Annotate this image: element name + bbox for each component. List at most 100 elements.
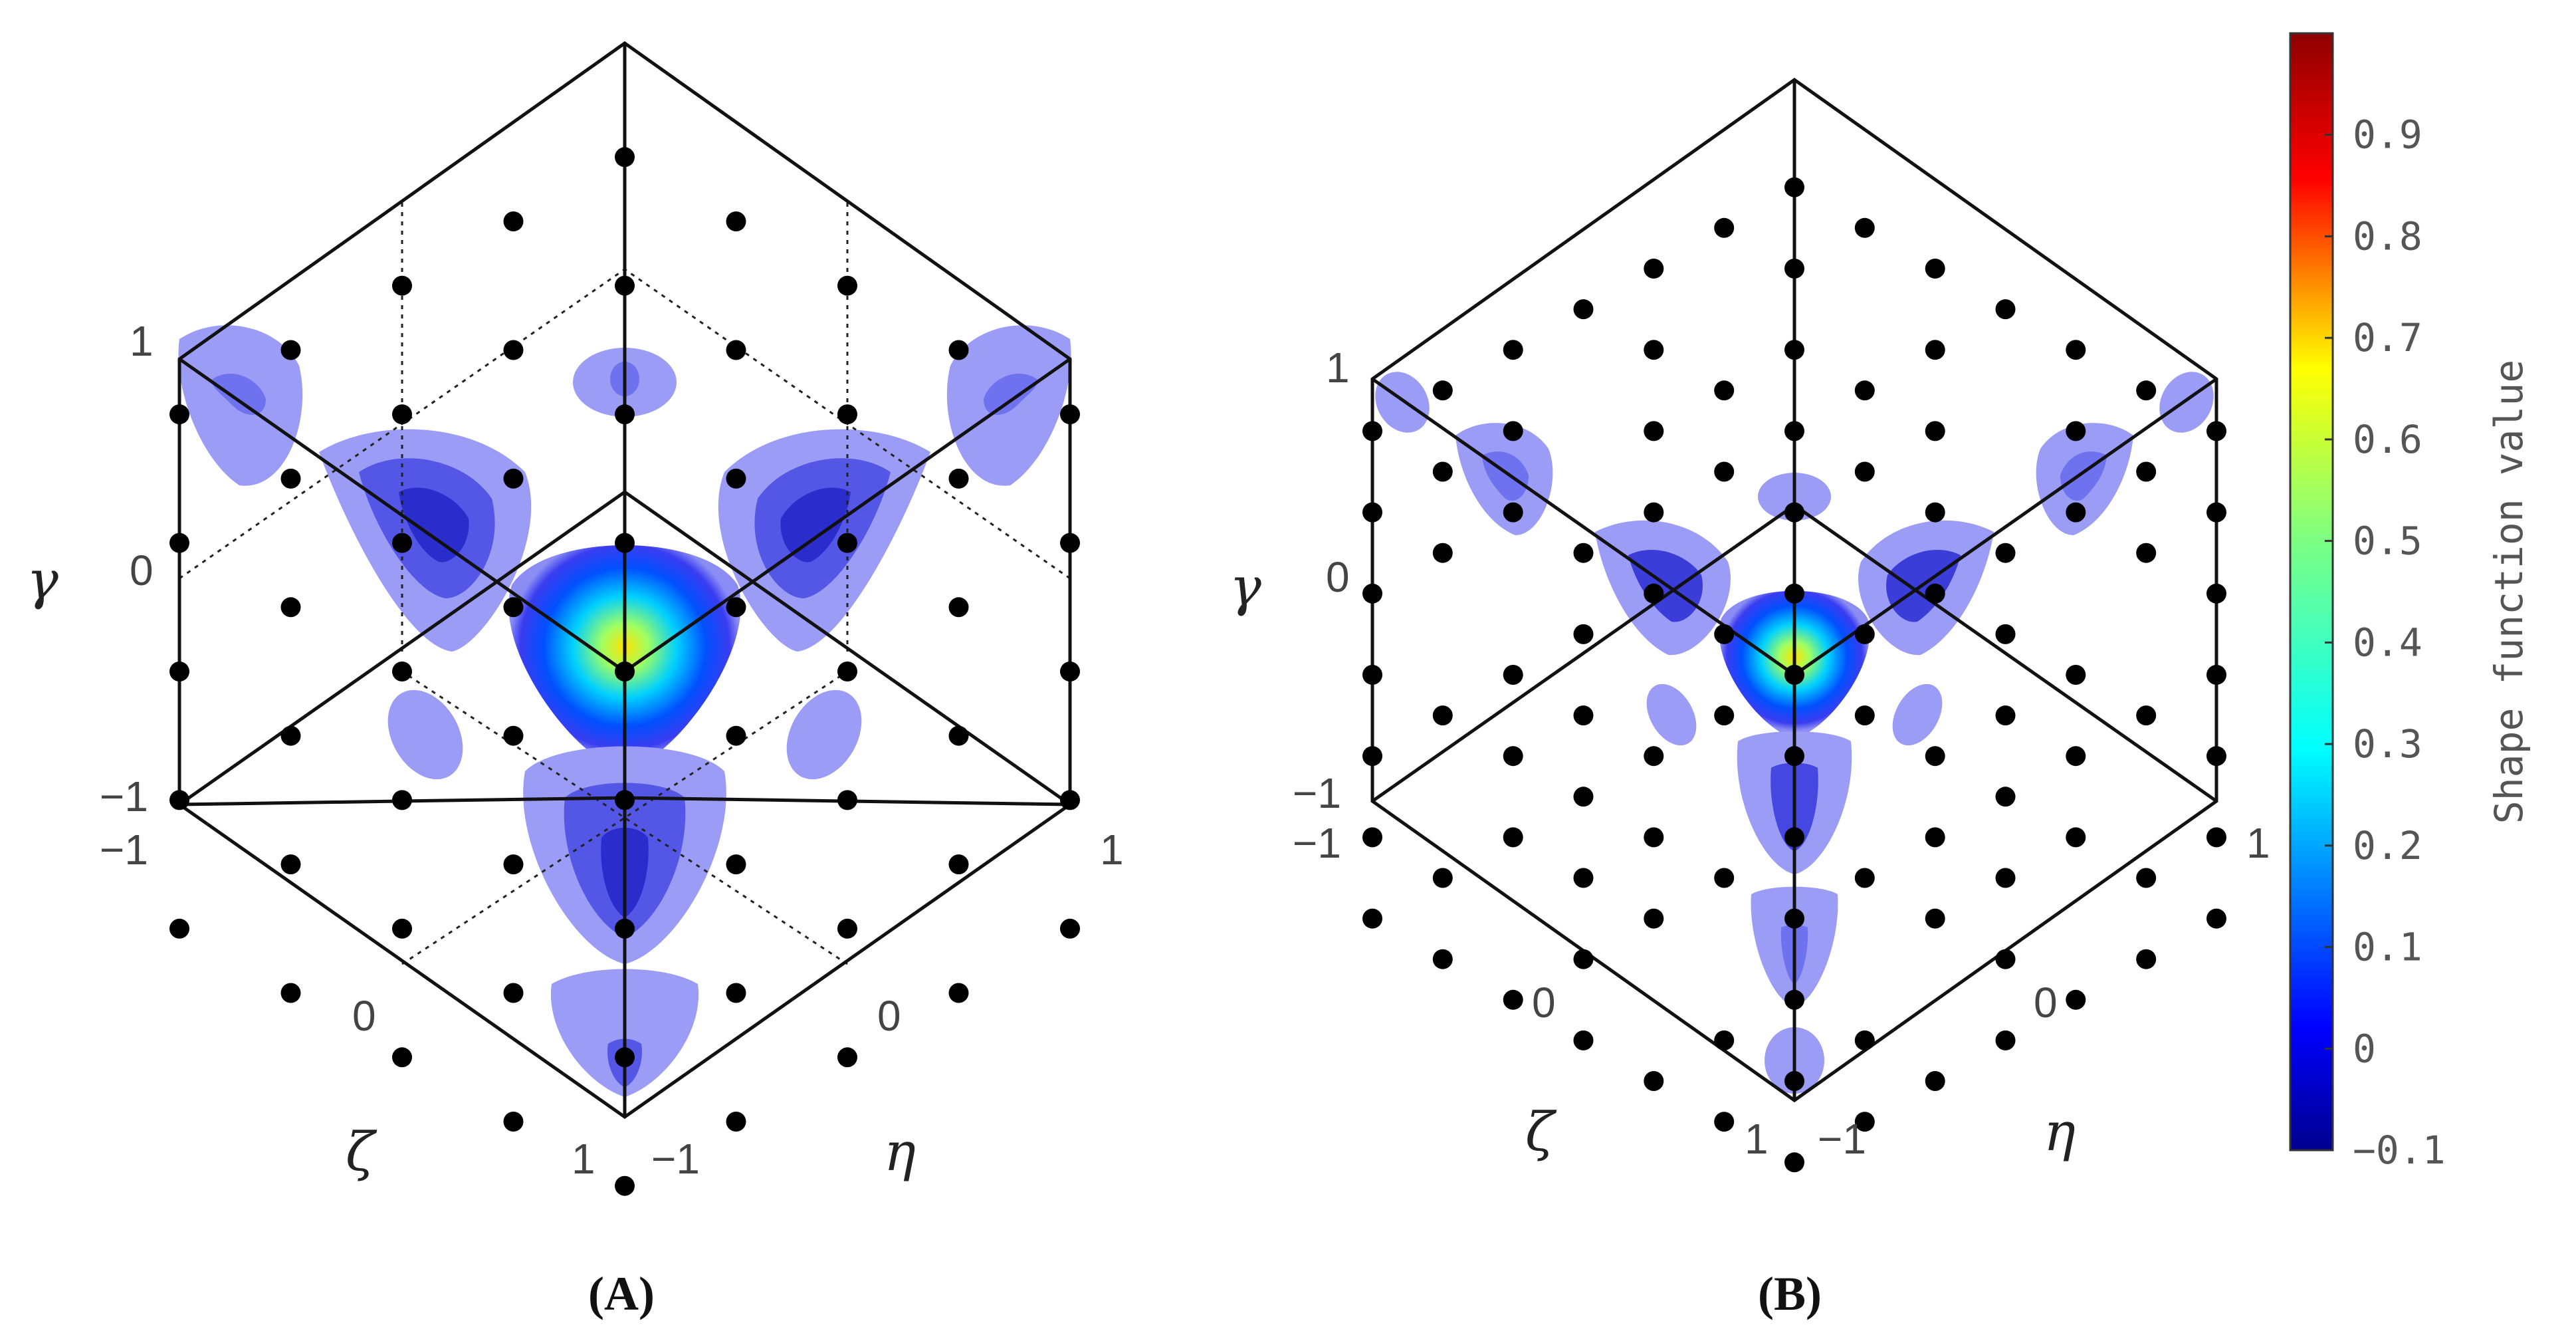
node-marker [1925, 746, 1945, 767]
node-marker [1714, 1112, 1735, 1132]
node-marker [1784, 1071, 1804, 1091]
node-marker [1784, 340, 1804, 360]
node-marker [1432, 461, 1453, 482]
lobe-b-right-3 [2159, 372, 2214, 433]
node-marker [837, 275, 857, 296]
node-marker [1714, 461, 1735, 482]
node-marker [1644, 827, 1664, 848]
node-marker [2136, 543, 2157, 563]
colorbar-gradient [2289, 32, 2334, 1152]
colorbar-tick-label: 0 [2353, 1026, 2376, 1071]
colorbar-tick-label: 0.6 [2353, 417, 2422, 462]
lobe-right-1-core [780, 487, 851, 562]
node-marker [1995, 705, 2016, 726]
node-marker [1644, 746, 1664, 767]
node-marker [169, 790, 189, 810]
node-marker [1503, 340, 1523, 360]
node-marker [615, 662, 635, 681]
node-marker [503, 1112, 524, 1132]
colorbar-tick-label: 0.7 [2353, 315, 2422, 360]
node-marker [1362, 746, 1382, 767]
panel-a: 1 0 −1 −1 0 1 −1 0 1 γ ζ η (A) [27, 41, 1124, 1320]
colorbar-tick-label: 0.9 [2353, 112, 2422, 158]
node-marker [1060, 790, 1080, 810]
node-marker [837, 1047, 857, 1068]
node-marker [1644, 1071, 1664, 1091]
node-marker [726, 725, 746, 746]
node-marker [726, 1112, 746, 1132]
node-marker [615, 147, 635, 168]
node-marker [2206, 421, 2226, 441]
lobe-side-right [786, 689, 862, 780]
node-marker [1503, 502, 1523, 523]
gamma-tick-top-b: 1 [1326, 344, 1350, 392]
node-marker [503, 340, 524, 360]
node-marker [615, 404, 635, 425]
node-marker [1995, 1030, 2016, 1050]
node-marker [1925, 421, 1945, 441]
node-marker [1644, 421, 1664, 441]
node-marker [1784, 989, 1804, 1010]
zeta-tick-end-b: 1 [1745, 1115, 1769, 1163]
colorbar-tick-label: 0.5 [2353, 519, 2422, 564]
node-marker [1854, 1112, 1875, 1132]
node-marker [169, 662, 189, 681]
node-marker [1854, 217, 1875, 238]
node-marker [948, 340, 969, 360]
node-marker [837, 662, 857, 681]
gamma-axis-label: γ [27, 549, 58, 611]
lobe-left-2-inner [212, 373, 266, 415]
node-marker [1503, 989, 1523, 1010]
node-marker [2206, 746, 2226, 767]
node-marker [280, 468, 301, 489]
node-marker [1784, 665, 1804, 685]
colorbar-ticks: 0.90.80.70.60.50.40.30.20.10−0.1 [2325, 112, 2446, 1173]
node-marker [280, 725, 301, 746]
node-marker [2136, 380, 2157, 401]
node-marker [1573, 299, 1594, 320]
node-marker [280, 340, 301, 360]
eta-tick-end: 1 [1100, 826, 1124, 874]
node-marker [1432, 705, 1453, 726]
node-marker [1925, 583, 1945, 604]
node-marker [2206, 827, 2226, 848]
eta-tick-end-b: 1 [2246, 819, 2270, 867]
node-marker [1995, 543, 2016, 563]
node-marker [2136, 461, 2157, 482]
node-marker [615, 533, 635, 553]
node-marker [1573, 868, 1594, 888]
node-marker [1784, 827, 1804, 848]
node-marker [1925, 827, 1945, 848]
node-marker [1060, 918, 1080, 939]
node-marker [1714, 217, 1735, 238]
node-marker [1854, 380, 1875, 401]
node-marker [1362, 583, 1382, 604]
colorbar-tick-label: −0.1 [2353, 1128, 2446, 1173]
node-marker [2066, 340, 2086, 360]
node-marker [1925, 1071, 1945, 1091]
node-marker [948, 725, 969, 746]
node-marker [503, 468, 524, 489]
eta-axis-label-b: η [2044, 1101, 2076, 1163]
eta-tick-start-b: −1 [1818, 1115, 1866, 1163]
node-marker [1644, 259, 1664, 279]
node-marker [1784, 746, 1804, 767]
panel-label-b: (B) [1758, 1267, 1822, 1320]
node-marker [2136, 868, 2157, 888]
lobe-right-2-inner [984, 373, 1037, 415]
zeta-axis-label-b: ζ [1525, 1101, 1557, 1163]
node-marker [1060, 533, 1080, 553]
node-marker [1854, 624, 1875, 644]
node-marker [2136, 705, 2157, 726]
node-marker [169, 918, 189, 939]
node-marker [1362, 908, 1382, 929]
node-marker [1854, 868, 1875, 888]
node-marker [1573, 787, 1594, 807]
node-marker [1644, 583, 1664, 604]
node-marker [615, 1175, 635, 1196]
node-marker [1362, 421, 1382, 441]
gamma-tick-mid: 0 [130, 547, 154, 594]
zeta-axis-label: ζ [346, 1121, 377, 1183]
node-marker [392, 533, 412, 553]
